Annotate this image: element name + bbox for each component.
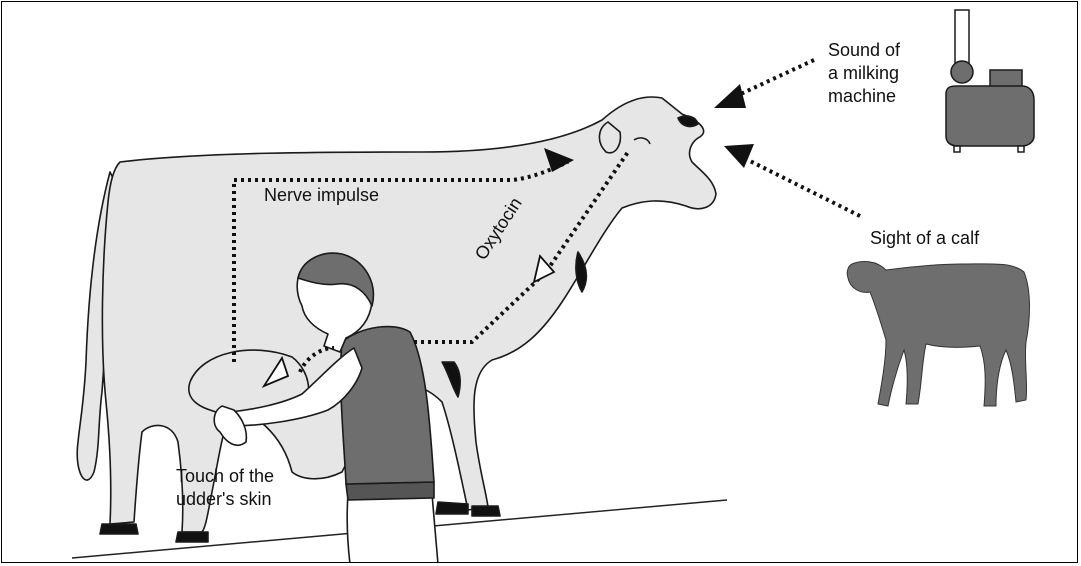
machine-foot: [1018, 146, 1024, 152]
label-nerve-impulse: Nerve impulse: [264, 184, 379, 207]
machine-foot: [954, 146, 960, 152]
cow-hoof: [176, 532, 208, 542]
milker-belt: [346, 482, 434, 500]
sound-arrowhead: [714, 84, 746, 108]
label-sound-of-milking-machine: Sound of a milking machine: [828, 39, 900, 108]
cow-hoof: [436, 502, 468, 514]
sound-arrow-path: [732, 60, 814, 98]
cow-hoof: [100, 524, 138, 534]
sight-arrow-path: [744, 158, 860, 216]
milker-legs: [347, 494, 438, 563]
cow-hoof: [472, 506, 500, 516]
machine-tank: [946, 86, 1034, 146]
label-touch-of-udder-skin: Touch of the udder's skin: [176, 465, 274, 511]
machine-gauge: [951, 61, 973, 83]
machine-pipe: [955, 10, 969, 64]
label-sight-of-calf: Sight of a calf: [870, 227, 979, 250]
calf-silhouette: [847, 262, 1029, 406]
sight-arrowhead: [724, 144, 754, 168]
milking-machine-illustration: [946, 10, 1034, 152]
